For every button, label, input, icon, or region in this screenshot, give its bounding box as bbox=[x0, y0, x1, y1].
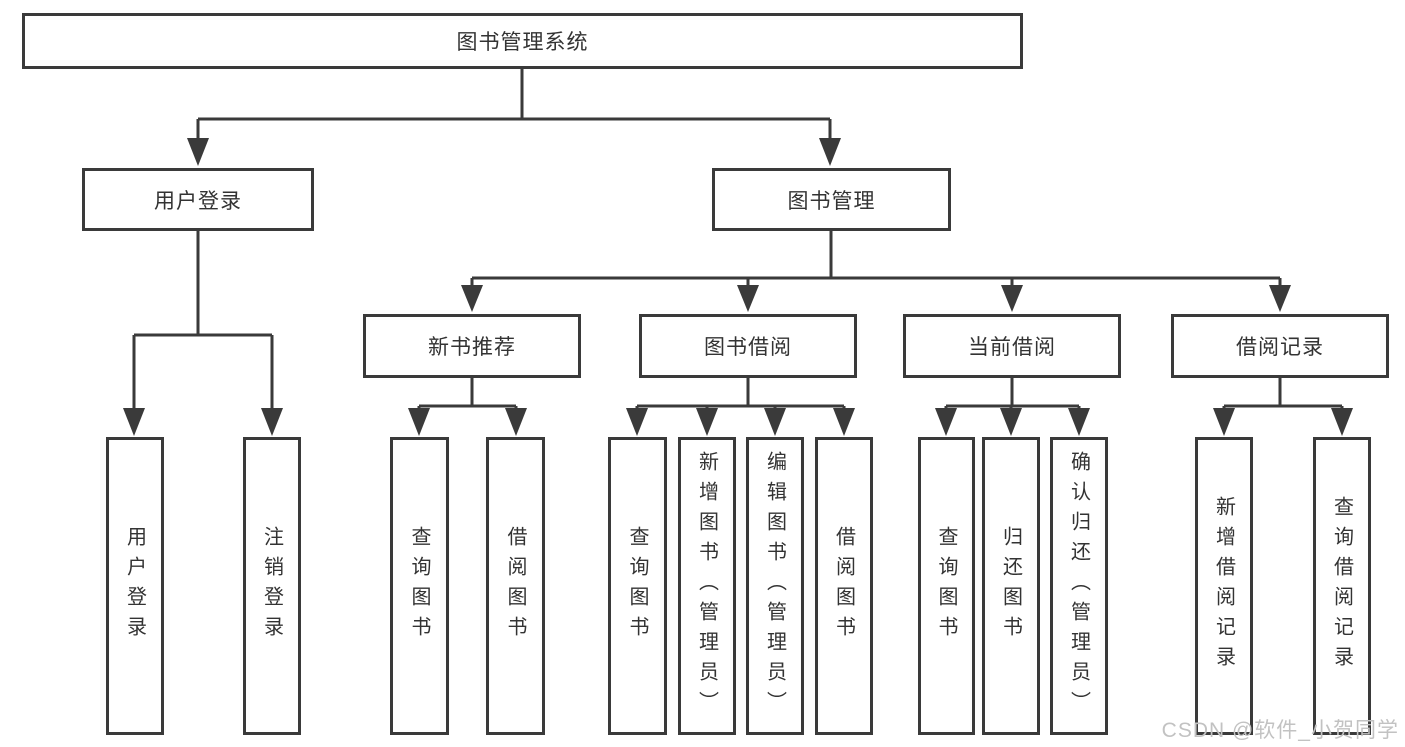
connector-current-to-leaves bbox=[935, 378, 1090, 436]
leaf-logout: 注销登录 bbox=[243, 437, 301, 735]
leaf-current-return-books: 归还图书 bbox=[982, 437, 1040, 735]
leaf-records-add-record: 新增借阅记录 bbox=[1195, 437, 1253, 735]
leaf-recommend-borrow-books: 借阅图书 bbox=[486, 437, 545, 735]
connector-records-to-leaves bbox=[1213, 378, 1353, 436]
node-root: 图书管理系统 bbox=[22, 13, 1023, 69]
node-current-borrowing: 当前借阅 bbox=[903, 314, 1121, 378]
leaf-current-confirm-return-admin: 确认归还（管理员） bbox=[1050, 437, 1108, 735]
leaf-borrowing-edit-books-admin: 编辑图书（管理员） bbox=[746, 437, 804, 735]
node-user-login: 用户登录 bbox=[82, 168, 314, 231]
node-new-book-recommend: 新书推荐 bbox=[363, 314, 581, 378]
connector-recommend-to-leaves bbox=[408, 378, 527, 436]
watermark: CSDN @软件_小贺同学 bbox=[1161, 719, 1399, 742]
leaf-borrowing-borrow-books: 借阅图书 bbox=[815, 437, 873, 735]
leaf-records-query-record: 查询借阅记录 bbox=[1313, 437, 1371, 735]
connector-userlogin-to-leaves bbox=[123, 231, 283, 436]
leaf-recommend-query-books: 查询图书 bbox=[390, 437, 449, 735]
leaf-borrowing-add-books-admin: 新增图书（管理员） bbox=[678, 437, 736, 735]
connector-borrowing-to-leaves bbox=[626, 378, 855, 436]
leaf-borrowing-query-books: 查询图书 bbox=[608, 437, 667, 735]
leaf-user-login: 用户登录 bbox=[106, 437, 164, 735]
node-borrowing-records: 借阅记录 bbox=[1171, 314, 1389, 378]
connector-root-to-level2 bbox=[187, 69, 841, 166]
node-book-management: 图书管理 bbox=[712, 168, 951, 231]
connector-bookmgmt-to-level3 bbox=[461, 231, 1291, 312]
leaf-current-query-books: 查询图书 bbox=[918, 437, 975, 735]
node-book-borrowing: 图书借阅 bbox=[639, 314, 857, 378]
